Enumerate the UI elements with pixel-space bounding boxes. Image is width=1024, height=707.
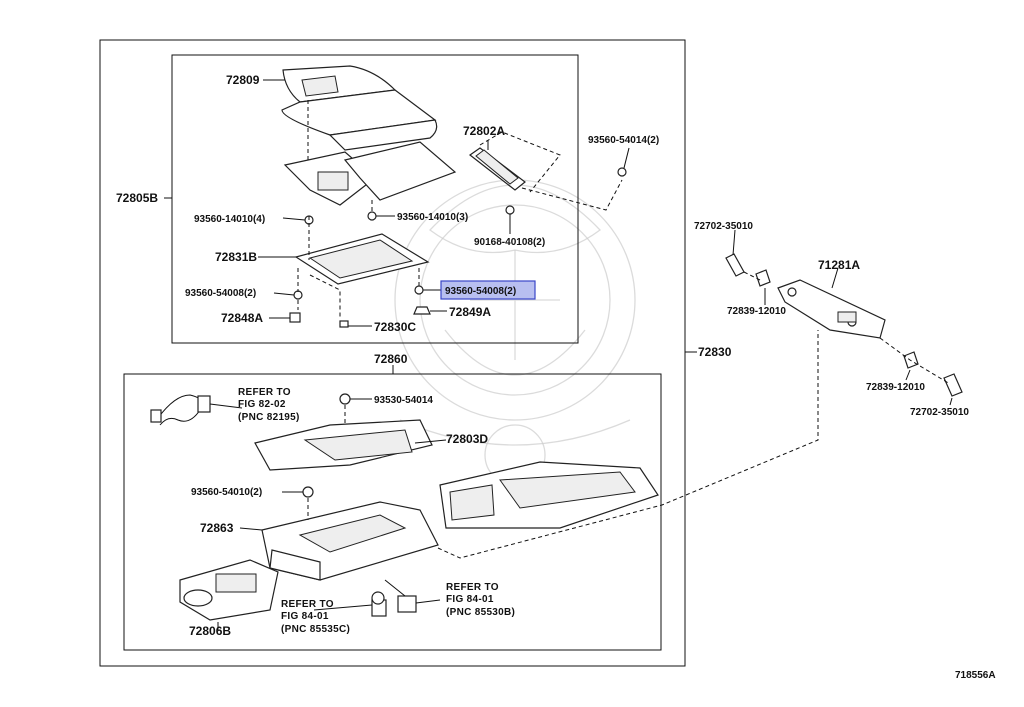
upper-screws: [289, 167, 627, 328]
bracket-72802A-part[interactable]: [468, 147, 526, 191]
upper-box: [171, 54, 579, 344]
refer-note-fig-82-02[interactable]: REFER TO FIG 82-02 (PNC 82195): [238, 387, 300, 423]
label-72806B[interactable]: 72806B: [189, 624, 231, 638]
outer-frame: [99, 39, 686, 667]
label-72839-12010-top[interactable]: 72839-12010: [727, 306, 786, 317]
label-72831B[interactable]: 72831B: [215, 250, 257, 264]
base-tray-part[interactable]: [294, 233, 430, 285]
refer-note-line: FIG 84-01: [446, 594, 494, 605]
cup-holder-72806B-part[interactable]: [179, 559, 279, 621]
label-93560-54008-2-left[interactable]: 93560-54008(2): [185, 288, 256, 299]
label-72803D[interactable]: 72803D: [446, 432, 488, 446]
label-71281A[interactable]: 71281A: [818, 258, 860, 272]
selected-part-highlight[interactable]: [440, 280, 536, 300]
label-72848A[interactable]: 72848A: [221, 311, 263, 325]
label-93560-54014-2[interactable]: 93560-54014(2): [588, 135, 659, 146]
console-body-part[interactable]: [439, 461, 659, 529]
label-93560-54008-2-highlighted[interactable]: 93560-54008(2): [445, 286, 516, 297]
refer-note-line: REFER TO: [238, 387, 291, 398]
refer-note-fig-84-01-right[interactable]: REFER TO FIG 84-01 (PNC 85530B): [446, 582, 515, 618]
right-bolts: [725, 253, 963, 397]
refer-note-line: REFER TO: [446, 582, 499, 593]
label-72849A[interactable]: 72849A: [449, 305, 491, 319]
lower-dashed-guides: [307, 330, 819, 559]
label-72830C[interactable]: 72830C: [374, 320, 416, 334]
label-72702-35010-bottom[interactable]: 72702-35010: [910, 407, 969, 418]
label-93560-54010-2[interactable]: 93560-54010(2): [191, 487, 262, 498]
label-72805B[interactable]: 72805B: [116, 191, 158, 205]
refer-note-line: REFER TO: [281, 599, 334, 610]
label-72860[interactable]: 72860: [374, 352, 408, 366]
hinge-plate-part[interactable]: [283, 141, 457, 206]
trim-panel-72803D-part[interactable]: [254, 419, 433, 471]
bracket-71281A-part[interactable]: [777, 279, 886, 339]
refer-note-line: (PNC 85530B): [446, 607, 515, 618]
console-box-72863-part[interactable]: [261, 501, 439, 581]
diagram-id: 718556A: [955, 670, 996, 681]
refer-note-line: (PNC 82195): [238, 412, 300, 423]
label-72702-35010-top[interactable]: 72702-35010: [694, 221, 753, 232]
right-dashed-guides: [743, 271, 951, 385]
label-93560-14010-4[interactable]: 93560-14010(4): [194, 214, 265, 225]
label-72839-12010-bottom[interactable]: 72839-12010: [866, 382, 925, 393]
label-72830[interactable]: 72830: [698, 345, 732, 359]
upper-dashed-guides: [297, 100, 623, 318]
watermark-emblem: [394, 179, 636, 486]
socket-parts[interactable]: [371, 579, 417, 617]
leader-lines: [164, 79, 953, 630]
refer-note-line: (PNC 85535C): [281, 624, 350, 635]
label-72863[interactable]: 72863: [200, 521, 234, 535]
armrest-lid-part[interactable]: [281, 65, 438, 151]
cable-harness-part[interactable]: [150, 394, 211, 426]
label-93560-14010-3[interactable]: 93560-14010(3): [397, 212, 468, 223]
label-93530-54014[interactable]: 93530-54014: [374, 395, 433, 406]
label-90168-40108-2[interactable]: 90168-40108(2): [474, 237, 545, 248]
refer-note-line: FIG 82-02: [238, 399, 286, 410]
refer-note-line: FIG 84-01: [281, 611, 329, 622]
label-72802A[interactable]: 72802A: [463, 124, 505, 138]
label-72809[interactable]: 72809: [226, 73, 260, 87]
refer-note-fig-84-01-left[interactable]: REFER TO FIG 84-01 (PNC 85535C): [281, 599, 350, 635]
